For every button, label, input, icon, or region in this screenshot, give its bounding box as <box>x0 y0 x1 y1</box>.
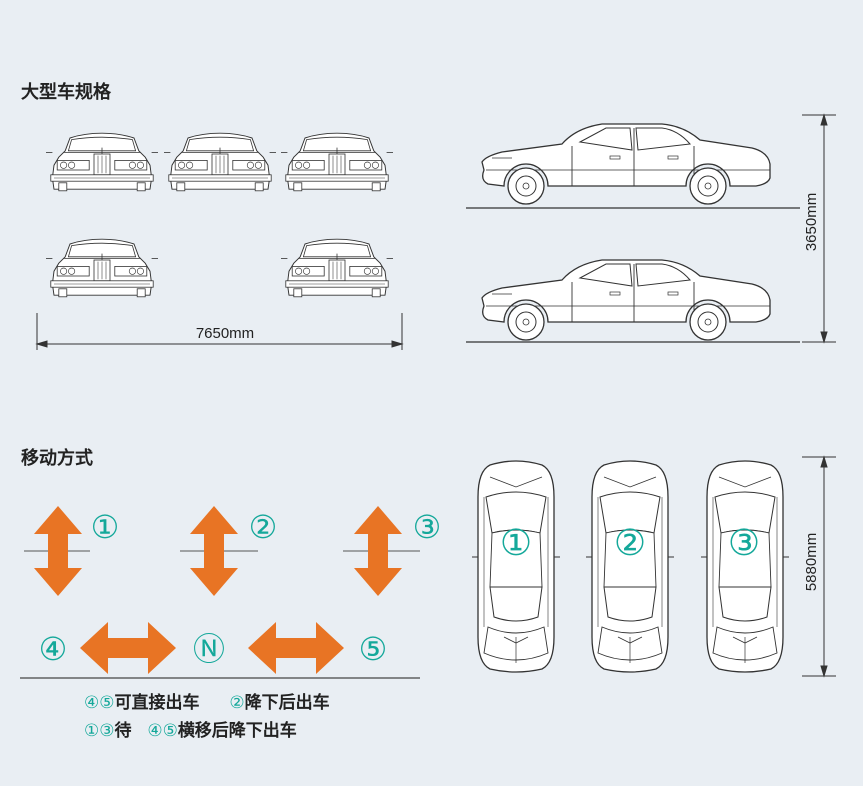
horizontal-arrow-right <box>248 622 344 674</box>
marker-4: ④ <box>39 631 68 667</box>
legend-nums-45: ④⑤ <box>84 693 115 713</box>
car-top-1 <box>471 460 561 673</box>
legend-text-direct: 可直接出车 <box>114 693 200 713</box>
legend-text-lower: 降下后出车 <box>244 693 330 713</box>
legend-text-wait: 待 <box>114 721 132 741</box>
legend-text-traverse: 横移后降下出车 <box>177 721 297 741</box>
width-label: 7650mm <box>196 325 254 342</box>
legend-nums-45b: ④⑤ <box>147 721 178 741</box>
marker-1: ① <box>91 509 120 545</box>
car-top-2 <box>585 460 675 673</box>
legend-nums-2: ② <box>229 693 245 713</box>
legend-line-1: ④⑤可直接出车 ②降下后出车 <box>84 688 330 713</box>
car-side-2 <box>481 259 771 341</box>
top-marker-1: ① <box>500 522 532 563</box>
car-front-5 <box>280 238 394 298</box>
legend-line-2: ①③待 ④⑤横移后降下出车 <box>84 716 297 741</box>
car-side-1 <box>481 123 771 205</box>
marker-2: ② <box>249 509 278 545</box>
car-front-2 <box>163 132 277 192</box>
car-top-3 <box>700 460 790 673</box>
car-front-1 <box>45 132 159 192</box>
top-marker-2: ② <box>614 522 646 563</box>
marker-5: ⑤ <box>359 631 388 667</box>
car-front-3 <box>280 132 394 192</box>
horizontal-arrow-left <box>80 622 176 674</box>
marker-n: Ⓝ <box>193 631 225 667</box>
top-marker-3: ③ <box>728 522 760 563</box>
legend-nums-13: ①③ <box>84 721 115 741</box>
car-front-4 <box>45 238 159 298</box>
marker-3: ③ <box>413 509 442 545</box>
length-label: 5880mm <box>803 533 820 591</box>
height-label: 3650mm <box>803 193 820 251</box>
movement-title: 移动方式 <box>21 448 93 469</box>
height-dimension <box>802 113 836 344</box>
width-dimension <box>35 313 404 350</box>
spec-title: 大型车规格 <box>21 82 111 103</box>
length-dimension <box>802 455 836 678</box>
